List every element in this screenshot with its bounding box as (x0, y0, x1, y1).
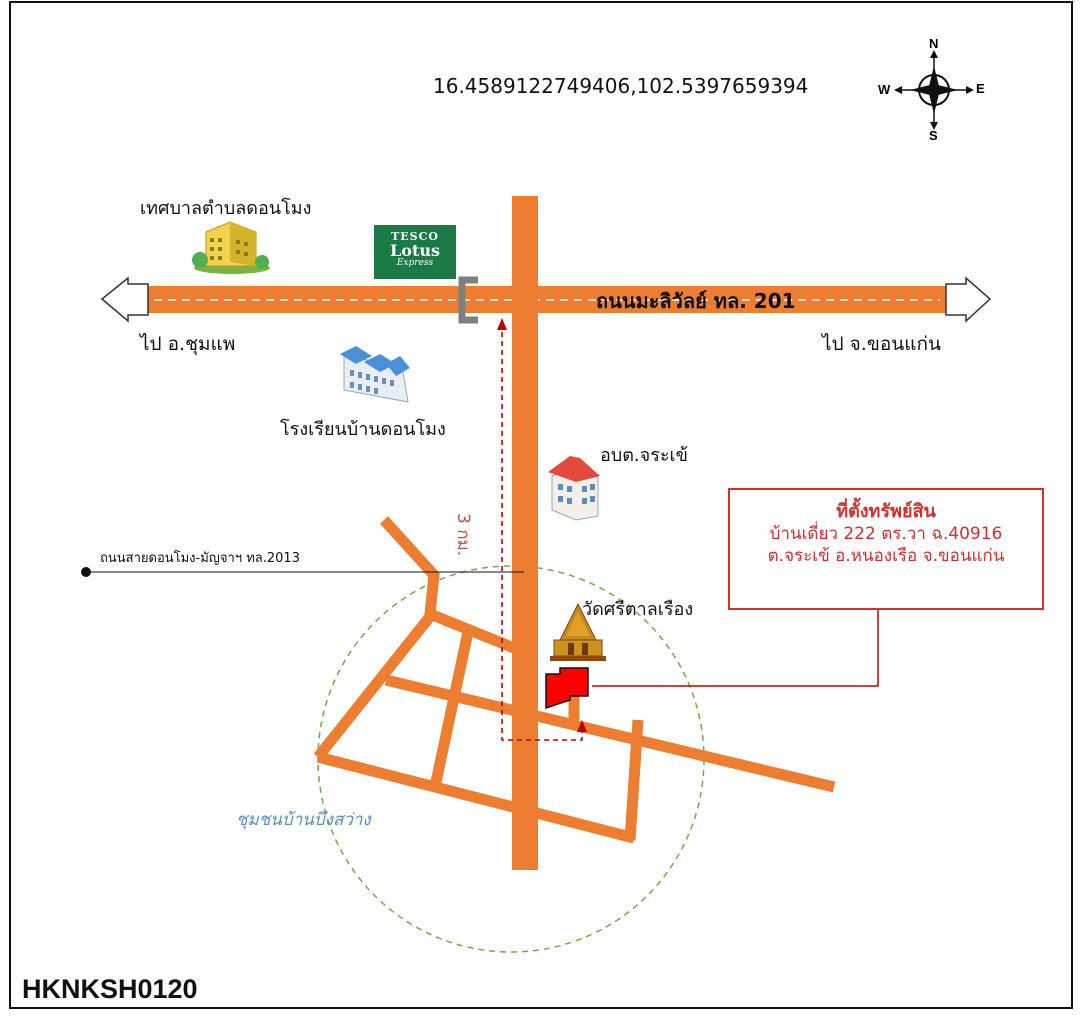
compass-rose: N S W E (872, 36, 996, 143)
route-path (501, 328, 583, 741)
temple-label: วัดศรีตาลเรือง (582, 599, 694, 620)
west-arrow-icon (100, 276, 149, 323)
property-address: ต.จระเข้ อ.หนองเรือ จ.ขอนแก่น (767, 546, 1005, 567)
direction-east-label: ไป จ.ขอนแก่น (822, 333, 941, 355)
main-road-label: ถนนมะลิวัลย์ ทล. 201 (596, 289, 796, 313)
property-title: ที่ตั้งทรัพย์สิน (836, 501, 936, 522)
compass-w: W (878, 82, 891, 97)
tesco-line3: Express (396, 258, 434, 268)
school-label: โรงเรียนบ้านดอนโมง (280, 419, 446, 440)
compass-icon (894, 50, 974, 130)
property-code: HKNKSH0120 (22, 974, 198, 1004)
sao-building-icon (548, 456, 600, 521)
route-arrow-up-icon (497, 318, 507, 330)
municipality-building-icon (192, 221, 270, 274)
tesco-line1: TESCO (391, 230, 439, 243)
vertical-road (512, 196, 538, 870)
school-building-icon (340, 346, 410, 403)
store-marker (458, 276, 478, 324)
road2013-label: ถนนสายดอนโมง-มัญจาฯ ทล.2013 (100, 551, 300, 566)
coordinates-text: 16.4589122749406,102.5397659394 (433, 74, 809, 98)
compass-e: E (976, 81, 985, 96)
distance-label: 3 กม. (453, 513, 473, 557)
direction-west-label: ไป อ.ชุมแพ (140, 333, 236, 355)
tesco-lotus-logo: TESCO Lotus Express (374, 225, 456, 279)
sao-label: อบต.จระเข้ (600, 445, 688, 466)
community-circle (317, 565, 705, 953)
community-label: ชุมชนบ้านบึงสว่าง (236, 810, 371, 830)
compass-n: N (929, 36, 939, 51)
compass-s: S (929, 128, 938, 143)
property-info-box: ที่ตั้งทรัพย์สิน บ้านเดี่ยว 222 ตร.วา ฉ.… (728, 488, 1044, 610)
property-marker (545, 667, 589, 710)
map-frame (9, 1, 1073, 1009)
road2013-dot (81, 567, 91, 577)
route-arrow-end-icon (577, 720, 587, 732)
temple-icon (550, 602, 606, 661)
municipality-label: เทศบาลตำบลดอนโมง (140, 198, 312, 219)
east-arrow-icon (945, 276, 992, 323)
tesco-line2: Lotus (390, 241, 440, 260)
property-detail: บ้านเดี่ยว 222 ตร.วา ฉ.40916 (769, 524, 1003, 545)
local-roads (313, 516, 836, 844)
property-callout-line (592, 610, 879, 687)
